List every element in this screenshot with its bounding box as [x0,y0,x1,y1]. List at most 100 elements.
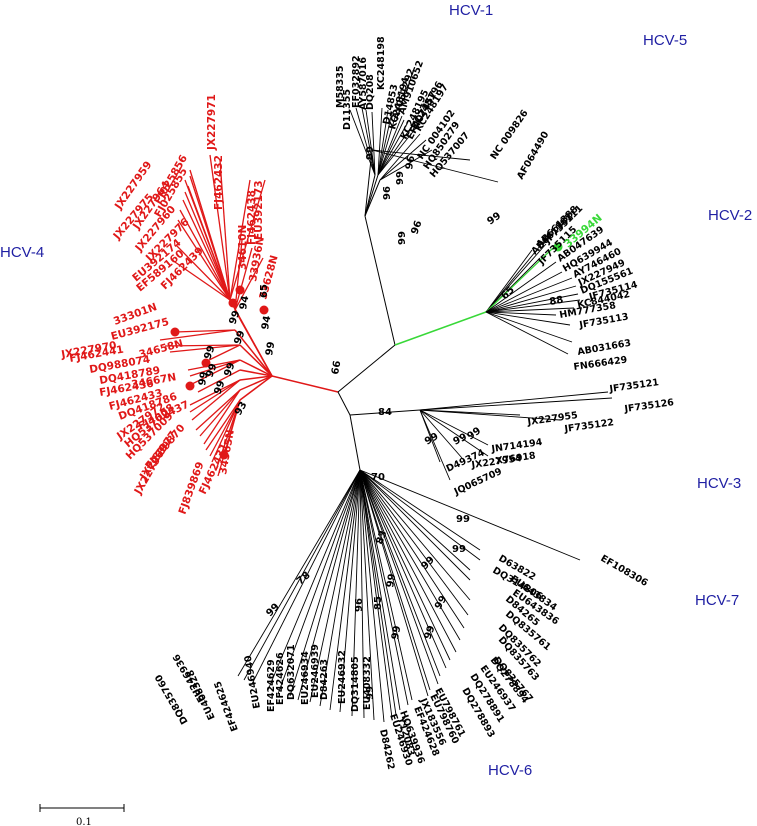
leaf-branch [377,113,397,176]
branch-hcv1-internal [364,174,379,217]
leaf-branch [174,329,236,333]
leaf-label: AY587016 [358,57,369,110]
branch-hcv4-internal [239,375,273,381]
leaf-label: EF108306 [599,553,650,589]
bootstrap-value: 99 [485,210,503,227]
bootstrap-value: 99 [222,361,237,378]
leaf-branch [187,185,231,301]
branch-hcv4-internal [239,375,273,391]
leaf-label: EU246932 [337,650,348,704]
scale-bar-label: 0.1 [76,817,92,826]
genotype-label-hcv-7: HCV-7 [695,592,739,609]
leaf-label: EF424629 [266,659,277,712]
leaf-branch [485,299,581,313]
leaf-branch [377,107,383,176]
leaf-branch [377,125,413,176]
leaf-branch [485,277,573,313]
leaf-label: JF735126 [623,397,675,415]
leaf-branch [289,469,361,697]
leaf-label: AF064490 [515,129,551,181]
bootstrap-value: 70 [371,472,385,483]
leaf-label: JQ065709 [452,466,504,498]
leaf-branch [189,359,241,386]
leaf-branch [485,271,563,313]
bootstrap-value: 96 [409,219,424,236]
leaf-branch [485,293,579,313]
leaf-branch [277,469,361,695]
leaf-branch [359,469,439,685]
leaf-branch [297,469,361,701]
leaf-branch [361,107,376,176]
leaf-label: 34610N [237,225,249,270]
bootstrap-value: 83 [374,529,389,546]
bootstrap-value: 65 [499,284,517,302]
leaf-branch [485,285,577,313]
leaf-label: EF424625 [212,680,240,733]
leaf-branch [359,469,471,571]
leaf-branch [171,259,231,301]
sample-marker-dot [201,358,211,368]
leaf-branch [419,409,561,421]
sample-marker-dot [235,285,245,295]
branch-internal [337,391,351,416]
leaf-branch [199,389,241,437]
leaf-branch [365,109,376,176]
leaf-label: NC 009826 [488,108,530,162]
leaf-label: EU408332 [362,656,373,710]
leaf-branch [187,359,241,371]
leaf-label: EU246940 [243,654,263,709]
bootstrap-value: 78 [295,570,313,587]
leaf-label: JX227971 [206,94,218,151]
leaf-branch [349,109,376,176]
leaf-branch [359,469,481,551]
leaf-branch [377,109,389,176]
bootstrap-value: 99 [465,425,483,442]
branch-hcv4-internal [239,359,273,377]
leaf-branch [419,409,463,459]
leaf-branch [359,469,365,719]
bootstrap-value: 99 [395,171,406,185]
leaf-label: KC248198 [376,36,387,90]
leaf-branch [359,469,447,669]
leaf-branch [243,469,361,681]
bootstrap-value: 99 [232,329,247,346]
bootstrap-value: 99 [264,341,277,357]
sample-marker-dot [259,305,269,315]
leaf-branch [377,121,409,176]
leaf-branch [359,469,457,653]
genotype-label-hcv-3: HCV-3 [697,475,741,492]
leaf-branch [359,469,581,561]
bootstrap-value: 88 [549,295,565,308]
genotype-label-hcv-4: HCV-4 [0,244,44,261]
bootstrap-value: 99 [456,514,470,525]
leaf-branch [359,469,451,661]
leaf-branch [203,389,241,445]
leaf-branch [359,469,469,616]
leaf-branch [377,111,393,176]
leaf-branch [164,344,241,347]
bootstrap-value: 96 [404,155,417,171]
bootstrap-value: 99 [202,344,217,361]
bootstrap-value: 96 [382,186,393,200]
leaf-branch [251,469,361,685]
leaf-label: EU392173 [253,180,265,240]
leaf-branch [159,329,236,341]
leaf-branch [379,139,427,181]
leaf-branch [189,175,231,301]
leaf-branch [359,469,413,701]
leaf-label: EU246939 [310,644,321,698]
leaf-branch [359,469,481,561]
leaf-branch [359,469,471,581]
sample-marker-dot [553,242,563,252]
sample-marker-dot [228,298,238,308]
bootstrap-value: 99 [212,379,227,396]
leaf-label: DQ208 [365,74,376,110]
leaf-branch [371,111,376,176]
leaf-branch [219,159,231,301]
leaf-label: FJ462438 [246,190,258,245]
bootstrap-value: 99 [365,686,376,700]
leaf-branch [377,127,417,176]
leaf-label: D84263 [319,659,330,700]
branch-hcv1-stem [364,215,396,346]
